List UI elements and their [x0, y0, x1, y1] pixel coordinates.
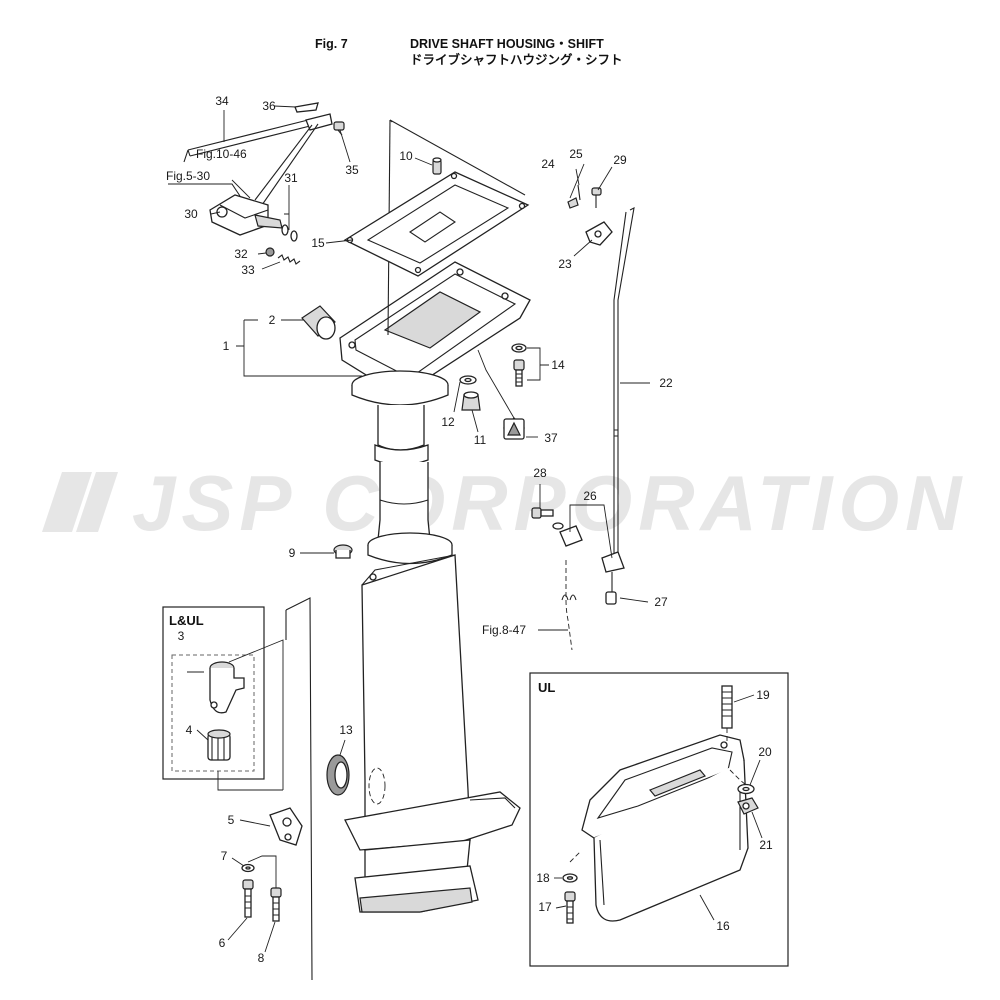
- callout-30: 30: [184, 207, 198, 221]
- callout-21: 21: [759, 838, 773, 852]
- ball-32: [265, 247, 275, 257]
- bushing-4: [207, 729, 231, 761]
- callout-37: 37: [544, 431, 558, 445]
- bolt-28: [531, 507, 554, 519]
- ref-fig8-47: Fig.8-47: [482, 623, 526, 637]
- screw-29: [591, 187, 602, 208]
- shift-rod-22: [601, 207, 635, 605]
- pin-25: [577, 184, 581, 201]
- washer-7: [241, 863, 255, 873]
- callout-4: 4: [186, 723, 193, 737]
- callout-24: 24: [541, 157, 555, 171]
- callout-36: 36: [262, 99, 276, 113]
- callout-23: 23: [558, 257, 572, 271]
- extension-16: [581, 734, 749, 922]
- header: Fig. 7 DRIVE SHAFT HOUSING・SHIFT ドライブシャフ…: [315, 37, 623, 67]
- watermark-text: JSP CORPORATION: [132, 459, 967, 547]
- washer-28: [552, 522, 564, 530]
- figure-references: Fig.10-46 Fig.5-30 Fig.8-47: [166, 147, 526, 637]
- callout-numbers: 34 36 35 10 15 2 1 31 32 33 30 24 25 29 …: [178, 94, 773, 965]
- callout-10: 10: [399, 149, 413, 163]
- gasket-15: [343, 171, 530, 277]
- callout-7: 7: [221, 849, 228, 863]
- o-ring-31a: [281, 224, 289, 236]
- leader-lines: [187, 105, 763, 953]
- bolt-6: [242, 879, 254, 918]
- title-japanese: ドライブシャフトハウジング・シフト: [410, 52, 623, 67]
- ul-box-title: UL: [538, 680, 555, 695]
- stud-19: [721, 685, 733, 729]
- callout-32: 32: [234, 247, 248, 261]
- callout-15: 15: [311, 236, 325, 250]
- plug-9: [333, 544, 353, 559]
- lul-dashed-group: [171, 654, 255, 772]
- clip-36: [294, 102, 319, 113]
- callout-11: 11: [474, 433, 487, 447]
- bolt-17: [564, 891, 576, 924]
- callout-8: 8: [258, 951, 265, 965]
- callout-6: 6: [219, 936, 226, 950]
- bolt-8: [270, 887, 282, 922]
- callout-29: 29: [613, 153, 627, 167]
- ref-fig5-30: Fig.5-30: [166, 169, 210, 183]
- callout-1: 1: [223, 339, 230, 353]
- lul-box: [162, 606, 265, 780]
- callout-16: 16: [716, 919, 730, 933]
- washer-18: [562, 873, 578, 883]
- grommet-13: [326, 754, 350, 796]
- figure-number: Fig. 7: [315, 37, 348, 51]
- callout-18: 18: [536, 871, 550, 885]
- callout-26: 26: [583, 489, 597, 503]
- shift-rod-34: [187, 113, 333, 206]
- washer-20: [737, 783, 755, 795]
- callout-5: 5: [228, 813, 235, 827]
- link-rod-fig8: [561, 560, 577, 651]
- callout-34: 34: [215, 94, 229, 108]
- nut-21: [737, 797, 759, 815]
- clamp-26: [559, 525, 583, 547]
- drive-shaft-housing: [339, 261, 531, 913]
- bolt-14: [513, 359, 525, 387]
- callout-2: 2: [269, 313, 276, 327]
- damper-2: [301, 305, 336, 340]
- bolt-24: [567, 197, 579, 209]
- adapter-3: [209, 661, 245, 714]
- callout-13: 13: [339, 723, 353, 737]
- callout-12: 12: [441, 415, 455, 429]
- bolt-35: [333, 121, 345, 136]
- shift-lever-30: [209, 194, 283, 236]
- callout-31: 31: [284, 171, 298, 185]
- ul-box: [529, 672, 789, 967]
- ref-fig10-46: Fig.10-46: [196, 147, 247, 161]
- watermark-logo-mark: [42, 472, 92, 532]
- callout-17: 17: [538, 900, 552, 914]
- lul-box-title: L&UL: [169, 613, 204, 628]
- title-english: DRIVE SHAFT HOUSING・SHIFT: [410, 37, 604, 51]
- callout-28: 28: [533, 466, 547, 480]
- dowel-pin-10: [432, 157, 442, 175]
- frame-top-line: [389, 119, 526, 196]
- washer-12: [459, 375, 477, 385]
- o-ring-31b: [290, 230, 298, 242]
- callout-27: 27: [654, 595, 668, 609]
- callout-19: 19: [756, 688, 770, 702]
- watermark: JSP CORPORATION: [42, 459, 967, 547]
- bracket-5: [269, 807, 303, 846]
- callout-9: 9: [289, 546, 296, 560]
- caution-label-37: [503, 417, 525, 440]
- nut-11: [461, 391, 481, 411]
- spring-33: [277, 254, 301, 265]
- callout-35: 35: [345, 163, 359, 177]
- washer-14: [511, 343, 527, 353]
- callout-14: 14: [551, 358, 565, 372]
- callout-3: 3: [178, 629, 185, 643]
- callout-20: 20: [758, 745, 772, 759]
- callout-33: 33: [241, 263, 255, 277]
- bracket-23: [585, 221, 613, 246]
- callout-22: 22: [659, 376, 673, 390]
- callout-25: 25: [569, 147, 583, 161]
